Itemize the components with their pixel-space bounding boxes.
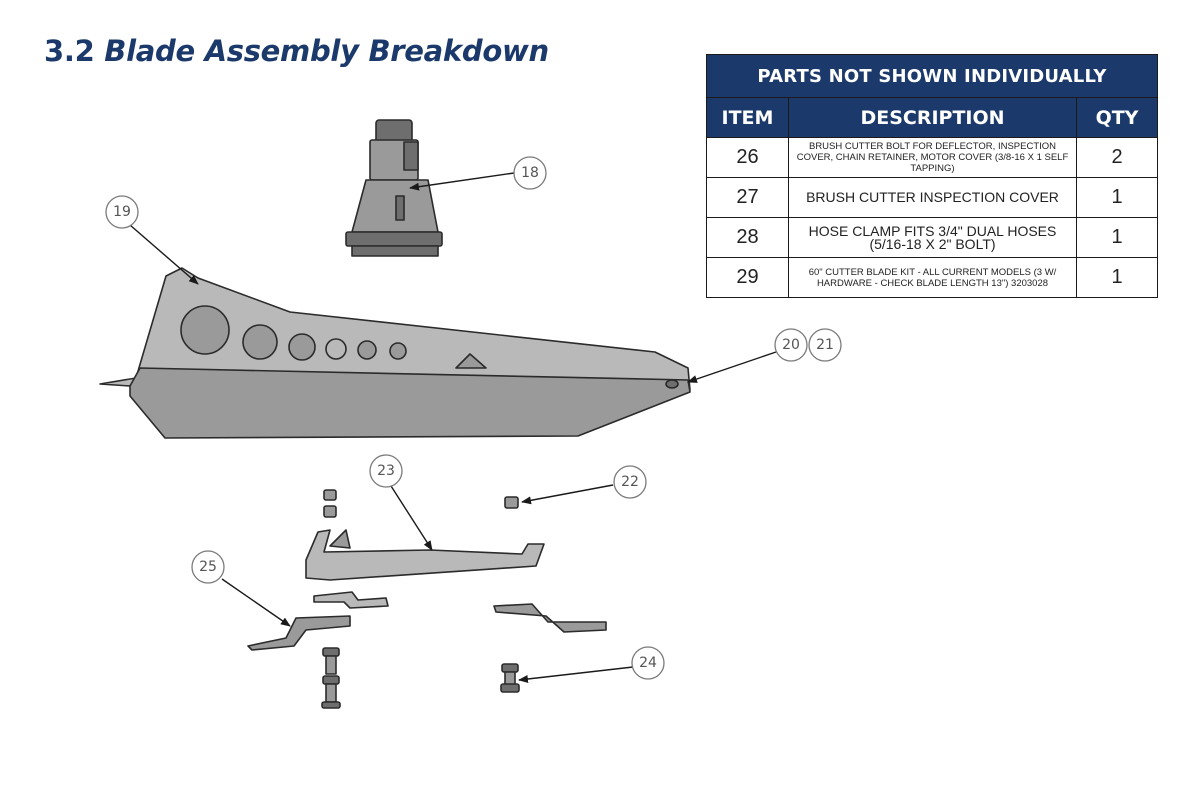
leader-18	[409, 172, 515, 191]
row-item: 29	[706, 257, 789, 298]
row-description: BRUSH CUTTER BOLT FOR DEFLECTOR, INSPECT…	[788, 137, 1077, 178]
parts-table: PARTS NOT SHOWN INDIVIDUALLY ITEM DESCRI…	[706, 54, 1158, 298]
callout-19-label: 19	[113, 204, 131, 220]
callout-19: 19	[105, 195, 139, 229]
blade-bolt-left-part	[321, 647, 341, 709]
callout-21-label: 21	[816, 337, 834, 353]
callout-24-label: 24	[639, 655, 657, 671]
lock-nut-stack-part	[323, 489, 337, 518]
page-title: 3.2 Blade Assembly Breakdown	[44, 34, 549, 68]
row-qty: 2	[1076, 137, 1158, 178]
row-qty: 1	[1076, 257, 1158, 298]
blade-bar-part	[99, 267, 691, 439]
leader-lines	[129, 172, 777, 683]
row-qty: 1	[1076, 217, 1158, 258]
leader-23	[390, 485, 433, 551]
column-header-qty: QTY	[1076, 97, 1158, 138]
callout-22: 22	[613, 465, 647, 499]
cutter-blade-left-part	[247, 615, 351, 651]
table-row: 28 HOSE CLAMP FITS 3/4" DUAL HOSES (5/16…	[706, 217, 1158, 258]
row-item: 27	[706, 177, 789, 218]
row-item: 28	[706, 217, 789, 258]
blade-clip-part	[313, 591, 389, 609]
section-number: 3.2	[44, 34, 95, 68]
cutter-blade-right-part	[493, 603, 607, 633]
callout-22-label: 22	[621, 474, 639, 490]
table-row: 29 60" CUTTER BLADE KIT - ALL CURRENT MO…	[706, 257, 1158, 298]
row-description: HOSE CLAMP FITS 3/4" DUAL HOSES (5/16-18…	[788, 217, 1077, 258]
nut-part	[504, 496, 519, 509]
callout-18-label: 18	[521, 165, 539, 181]
table-caption: PARTS NOT SHOWN INDIVIDUALLY	[706, 54, 1158, 98]
leader-22	[521, 484, 614, 505]
callout-25: 25	[191, 550, 225, 584]
section-title: Blade Assembly Breakdown	[104, 34, 549, 68]
table-header-row: ITEM DESCRIPTION QTY	[706, 97, 1158, 138]
leader-20-21	[687, 351, 777, 383]
row-description: 60" CUTTER BLADE KIT - ALL CURRENT MODEL…	[788, 257, 1077, 298]
column-header-description: DESCRIPTION	[788, 97, 1077, 138]
row-item: 26	[706, 137, 789, 178]
callout-23-label: 23	[377, 463, 395, 479]
hydraulic-motor-part	[345, 119, 443, 257]
leader-25	[221, 578, 291, 627]
table-row: 26 BRUSH CUTTER BOLT FOR DEFLECTOR, INSP…	[706, 137, 1158, 178]
leader-24	[518, 666, 634, 683]
callout-23: 23	[369, 454, 403, 488]
leader-19	[129, 224, 199, 285]
blade-holder-part	[305, 529, 545, 581]
callout-20-label: 20	[782, 337, 800, 353]
blade-bolt-part	[500, 663, 520, 693]
callout-18: 18	[513, 156, 547, 190]
callout-24: 24	[631, 646, 665, 680]
callout-21: 21	[808, 328, 842, 362]
row-qty: 1	[1076, 177, 1158, 218]
table-row: 27 BRUSH CUTTER INSPECTION COVER 1	[706, 177, 1158, 218]
callout-20: 20	[774, 328, 808, 362]
callout-25-label: 25	[199, 559, 217, 575]
column-header-item: ITEM	[706, 97, 789, 138]
